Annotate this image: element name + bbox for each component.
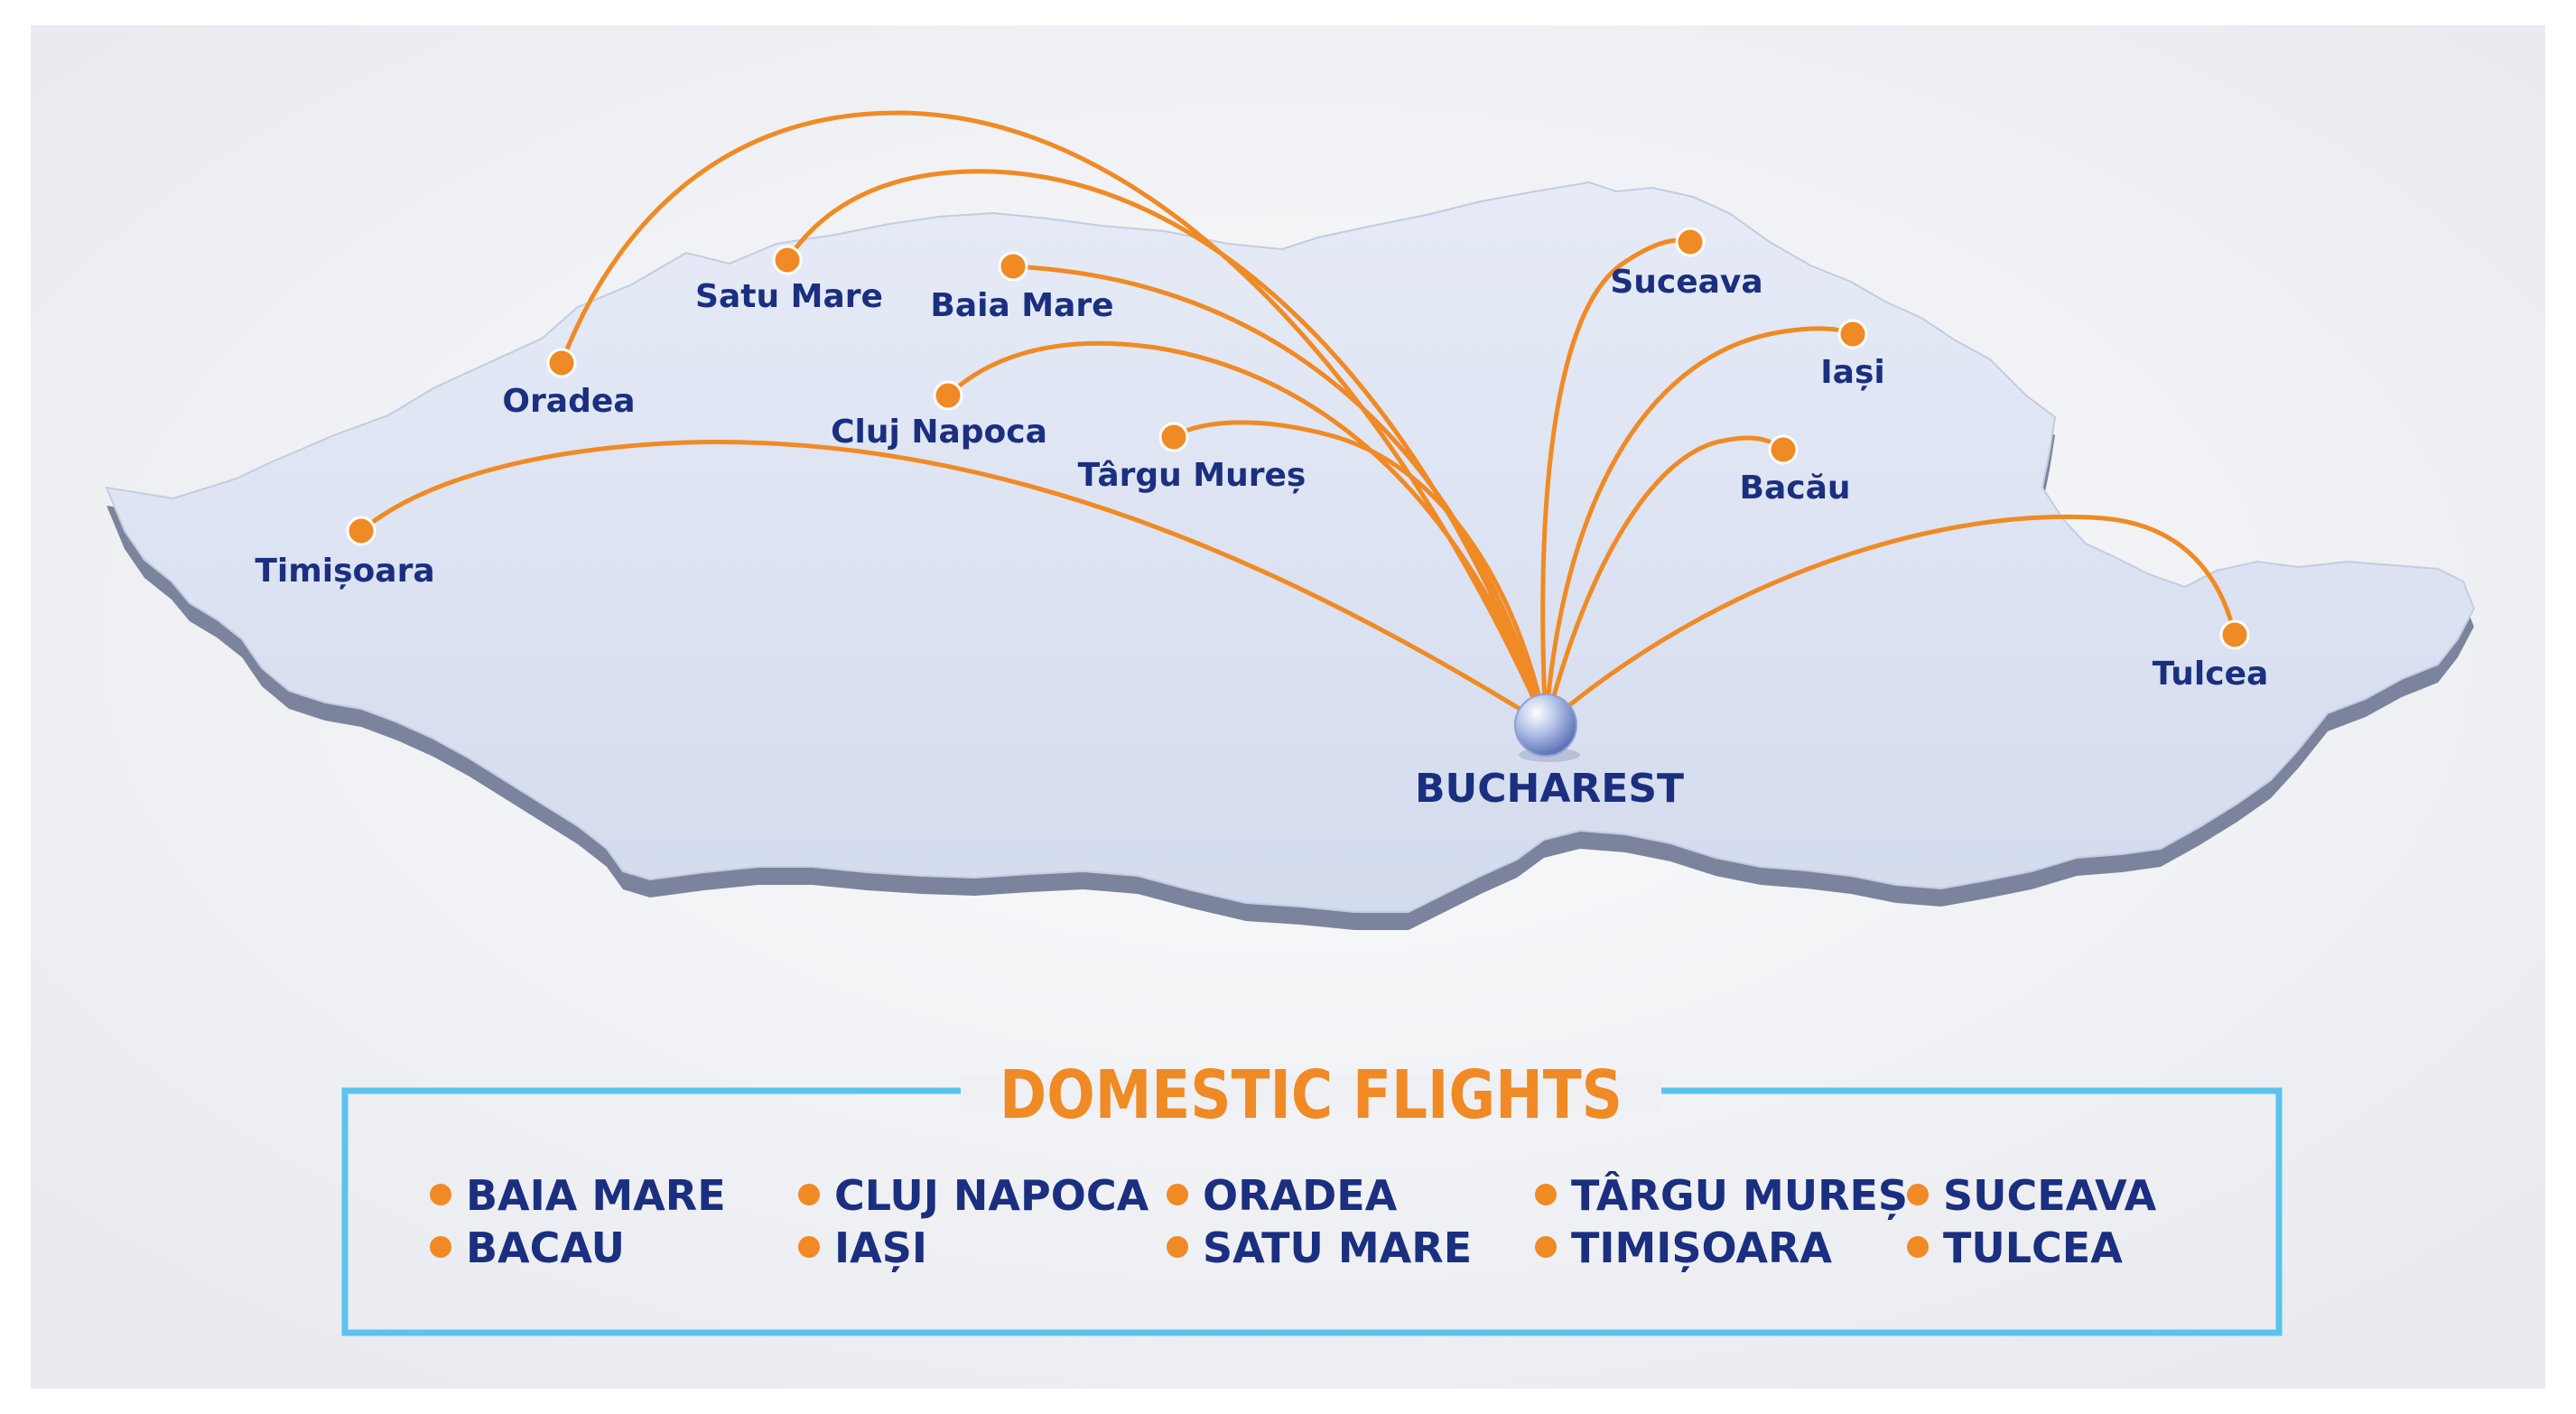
city-label-iasi: Iași <box>1820 354 1884 391</box>
route-suceava <box>1540 237 1693 728</box>
city-marker-bacau[interactable] <box>1768 434 1799 465</box>
route-baia-mare <box>1009 264 1548 728</box>
hub-label: BUCHAREST <box>1415 766 1684 812</box>
legend-dot <box>1535 1236 1557 1258</box>
legend-item-suceava: SUCEAVA <box>1943 1171 2157 1220</box>
route-timisoara <box>358 440 1548 728</box>
legend-dot <box>1167 1236 1188 1258</box>
legend-dot <box>1167 1184 1188 1205</box>
legend-title-gap <box>961 1074 1661 1111</box>
city-label-satu-mare: Satu Mare <box>695 278 883 315</box>
city-label-timisoara: Timișoara <box>255 553 434 590</box>
city-label-cluj-napoca: Cluj Napoca <box>831 414 1047 451</box>
legend-dot <box>430 1236 451 1258</box>
city-label-tulcea: Tulcea <box>2153 656 2269 693</box>
legend-item-oradea: ORADEA <box>1203 1171 1398 1220</box>
city-marker-satu-mare[interactable] <box>772 245 803 275</box>
route-targu-mures <box>1171 420 1548 728</box>
legend-item-bacau: BACAU <box>466 1223 625 1272</box>
city-marker-baia-mare[interactable] <box>998 251 1028 282</box>
city-label-suceava: Suceava <box>1610 264 1762 301</box>
flight-routes <box>358 110 2237 728</box>
legend-item-tulcea: TULCEA <box>1943 1223 2123 1272</box>
city-marker-suceava[interactable] <box>1675 227 1706 257</box>
city-marker-oradea[interactable] <box>546 348 577 378</box>
legend-dot <box>430 1184 451 1205</box>
legend-dot <box>1907 1184 1929 1205</box>
legend: DOMESTIC FLIGHTS BAIA MARE BACAU CLUJ NA… <box>341 1056 2283 1336</box>
city-marker-timisoara[interactable] <box>346 516 377 546</box>
route-iasi <box>1543 326 1855 728</box>
legend-item-baia-mare: BAIA MARE <box>466 1171 726 1220</box>
city-marker-cluj-napoca[interactable] <box>933 380 963 411</box>
city-markers: Timișoara Oradea Satu Mare Baia Mare Clu… <box>255 227 2269 693</box>
city-label-targu-mures: Târgu Mureș <box>1078 457 1307 494</box>
route-tulcea <box>1543 514 2237 728</box>
city-label-oradea: Oradea <box>502 383 635 420</box>
route-bacau <box>1543 435 1786 728</box>
hub-globe-icon[interactable] <box>1514 693 1577 757</box>
legend-dot <box>798 1184 820 1205</box>
legend-item-timisoara: TIMIȘOARA <box>1571 1223 1832 1272</box>
city-marker-tulcea[interactable] <box>2219 619 2250 650</box>
legend-dot <box>798 1236 820 1258</box>
legend-item-satu-mare: SATU MARE <box>1203 1223 1472 1272</box>
legend-title: DOMESTIC FLIGHTS <box>1000 1056 1623 1134</box>
city-marker-targu-mures[interactable] <box>1158 422 1189 452</box>
legend-dot <box>1535 1184 1557 1205</box>
country-shape <box>105 181 2476 913</box>
route-cluj-napoca <box>945 340 1548 728</box>
hub-bucharest: BUCHAREST <box>1415 693 1684 812</box>
city-marker-iasi[interactable] <box>1837 319 1868 349</box>
legend-dot <box>1907 1236 1929 1258</box>
city-label-baia-mare: Baia Mare <box>930 287 1113 324</box>
legend-item-targu-mures: TÂRGU MUREȘ <box>1571 1171 1908 1220</box>
city-label-bacau: Bacău <box>1740 470 1851 507</box>
legend-item-iasi: IAȘI <box>834 1223 927 1272</box>
legend-item-cluj-napoca: CLUJ NAPOCA <box>834 1171 1149 1220</box>
